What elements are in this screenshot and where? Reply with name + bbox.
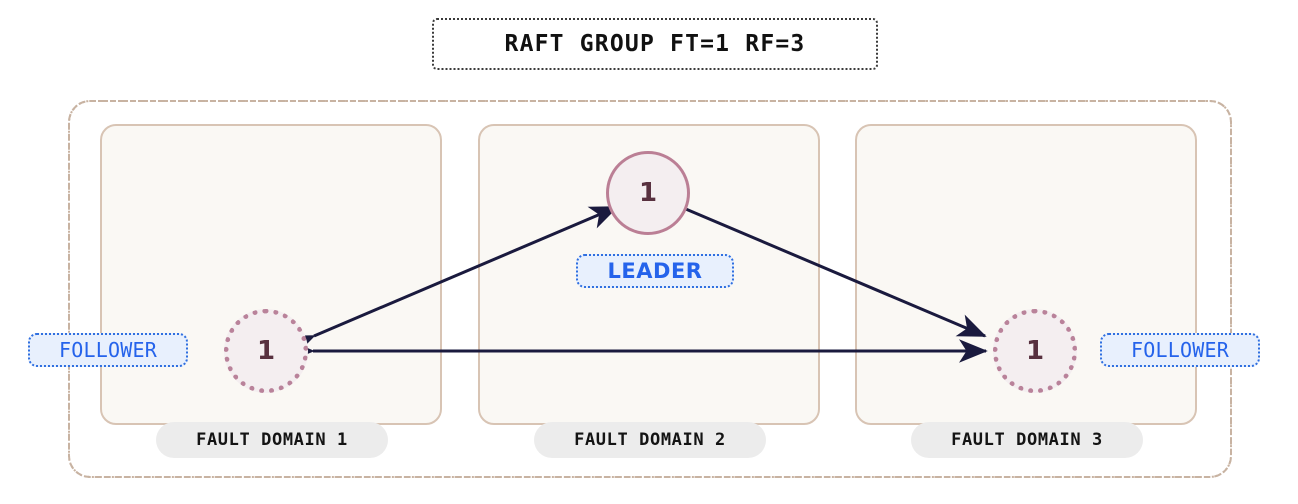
fault-domain-3-label: FAULT DOMAIN 3 [911, 422, 1143, 458]
fault-domain-label-text: FAULT DOMAIN 2 [574, 430, 726, 450]
role-badge-follower-1: FOLLOWER [28, 333, 188, 367]
diagram-title-box: RAFT GROUP FT=1 RF=3 [432, 18, 878, 70]
role-badge-label: FOLLOWER [1131, 338, 1229, 362]
page-title: RAFT GROUP FT=1 RF=3 [504, 31, 806, 57]
role-badge-label: FOLLOWER [59, 338, 157, 362]
fault-domain-label-text: FAULT DOMAIN 1 [196, 430, 348, 450]
fault-domain-1-label: FAULT DOMAIN 1 [156, 422, 388, 458]
node-number: 1 [638, 178, 658, 208]
raft-node-follower-1[interactable]: 1 [224, 309, 308, 393]
raft-node-leader[interactable]: 1 [606, 151, 690, 235]
role-badge-leader: LEADER [576, 254, 734, 288]
raft-node-follower-3[interactable]: 1 [993, 309, 1077, 393]
fault-domain-2-label: FAULT DOMAIN 2 [534, 422, 766, 458]
raft-group-boundary [68, 100, 1232, 478]
fault-domain-label-text: FAULT DOMAIN 3 [951, 430, 1103, 450]
role-badge-follower-3: FOLLOWER [1100, 333, 1260, 367]
role-badge-label: LEADER [607, 259, 703, 283]
node-number: 1 [256, 336, 276, 366]
node-number: 1 [1025, 336, 1045, 366]
